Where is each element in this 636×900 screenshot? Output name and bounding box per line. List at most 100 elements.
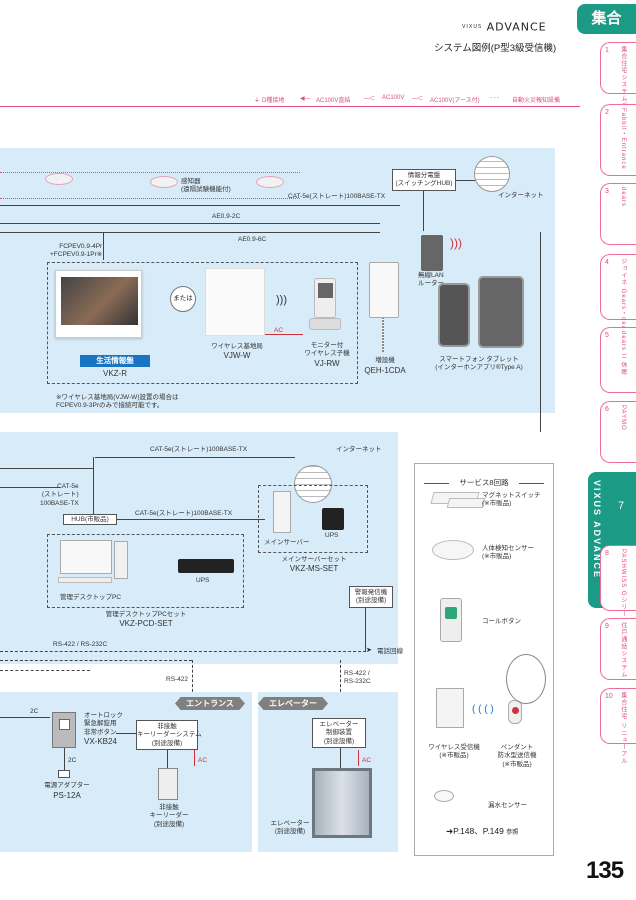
life-info-model: VKZ-R <box>103 369 127 378</box>
fire-alarm-line <box>0 172 300 173</box>
ac-b1-line <box>194 750 195 766</box>
hub-box: HUB(市販品) <box>63 514 117 525</box>
phone-line-label: 電話回線 <box>377 648 403 655</box>
tab-num: 2 <box>605 109 609 116</box>
mail-server-label: メインサーバー <box>264 539 310 546</box>
keyless-system-box: 非接触 キーリーダーシステム (別途設備) <box>136 720 202 750</box>
wireless-base-station <box>205 268 265 336</box>
smart-label: スマートフォン タブレット (インターホンアプリ®Type A) <box>435 356 523 372</box>
tab-7-label: VIXUS ADVANCE <box>592 480 602 580</box>
ae6c-label: AE0.9-6C <box>238 236 267 243</box>
rs-line <box>0 651 366 652</box>
tab-4[interactable]: 4 ジョイネ Gears・dearsシリーズ <box>600 254 636 365</box>
service-item-label: コールボタン <box>482 618 521 625</box>
phone-arrow-icon: ➤ <box>366 647 372 654</box>
legend-ac100-direct: AC100V直結 <box>316 98 351 104</box>
service-item-label: 漏水センサー <box>488 802 527 809</box>
waves-icon: ( ( ( ) <box>472 704 494 715</box>
qeh-model: QEH-1CDA <box>364 366 406 375</box>
pcd-model: VKZ-PCD-SET <box>119 619 173 628</box>
life-info-banner: 生活情報盤 <box>80 355 150 367</box>
rs-vline-b <box>192 660 193 716</box>
emergency-button-panel <box>52 712 76 748</box>
middle-top-line <box>95 457 295 458</box>
ps-name: 電源アダプター <box>44 782 90 789</box>
page-subtitle: システム図例(P型3級受信機) <box>434 43 557 54</box>
brand-small: VIXUS <box>462 23 483 30</box>
leak-sensor-icon <box>434 790 454 802</box>
two-c-b-label: 2C <box>68 757 77 764</box>
entrance-tag: エントランス <box>175 697 245 710</box>
brand-logo: VIXUS ADVANCE <box>462 18 547 33</box>
or-circle: または <box>170 286 196 312</box>
ac-b1-label: AC <box>198 757 208 764</box>
internet-mid-label: インターネット <box>336 446 382 453</box>
entrance-band <box>0 692 252 852</box>
vx-name: オートロック 緊急解錠用 非常ボタン <box>84 712 123 736</box>
life-info-panel <box>55 270 142 338</box>
section-tag: 集合 <box>577 4 636 34</box>
two-c-label: 2C <box>30 708 39 715</box>
service-item-label: マグネットスイッチ (※市販品) <box>482 492 541 508</box>
hub-to-internet <box>456 180 478 181</box>
hub-vline <box>423 191 424 231</box>
wireless-receiver-icon <box>436 688 464 728</box>
rs-line-2 <box>0 660 192 661</box>
key-reader-icon <box>158 768 178 800</box>
tab-num: 9 <box>605 623 609 630</box>
vjrw-name: モニター付 ワイヤレス子機 <box>304 342 350 358</box>
tab-6[interactable]: 6 PAYMO <box>600 401 636 463</box>
pc-ups-label: UPS <box>196 577 210 584</box>
apartment-unit-box <box>47 262 358 384</box>
pendant-icon <box>508 700 522 724</box>
vjrw-model: VJ-RW <box>314 359 340 368</box>
pendant-cord <box>506 654 546 704</box>
phone-vline <box>365 608 366 651</box>
extension-intercom <box>369 262 399 318</box>
fcpev-label: FCPEV0.9-4Pr +FCPEV0.9-1Pr※ <box>50 243 103 259</box>
smoke-sensor-icon <box>45 173 73 185</box>
dotted-line-icon: - - - <box>490 95 500 101</box>
service-item-label: 人体検知センサー (※市販品) <box>482 545 534 561</box>
ae2c-line <box>0 223 380 224</box>
legend-d-ground: D種接地 <box>262 98 285 104</box>
elevator-icon <box>312 768 372 838</box>
vjw-name: ワイヤレス基地局 <box>211 343 263 350</box>
tab-label: ジョイネ Gears・dearsシリーズ <box>619 258 626 366</box>
legend-fire-alarm: 自動火災報知設備 <box>512 98 561 104</box>
rs-422-label: RS-422 / RS-232C <box>53 641 108 648</box>
pc-monitor-icon <box>60 540 112 574</box>
hub-to-server <box>117 519 265 520</box>
rs-vline-c <box>340 660 341 716</box>
services-title-rule <box>424 483 449 484</box>
tablet-icon <box>478 276 524 348</box>
ground-icon: ⏚ <box>254 98 261 104</box>
smoke-sensor-icon <box>256 176 284 188</box>
tab-7-num: 7 <box>618 500 625 512</box>
tab-num: 4 <box>605 259 609 266</box>
call-button-icon <box>440 598 462 642</box>
monitor-wireless-handset <box>314 278 336 318</box>
elev-vline <box>340 748 341 768</box>
left-feeder-1 <box>0 468 93 469</box>
tab-num: 6 <box>605 406 609 413</box>
tab-label: PAYMO <box>619 405 626 431</box>
service-item-label: ペンダント 防水型送信機 (※市販品) <box>497 744 537 768</box>
info-distribution-hub: 情報分電盤 (スイッチングHUB) <box>392 169 456 191</box>
keyless-reader-label: 非接触 キーリーダー (別途設備) <box>149 804 189 828</box>
rs-line-3 <box>0 670 90 671</box>
tab-num: 5 <box>605 332 609 339</box>
pendant-button <box>512 707 519 714</box>
right-vline <box>540 232 541 432</box>
page-ref-link[interactable]: ➜P.148、P.149 <box>446 826 504 836</box>
tab-num: 10 <box>605 693 613 700</box>
ps-model: PS-12A <box>53 791 81 800</box>
pcd-set-label: 管理デスクトップPCセット <box>105 611 187 618</box>
